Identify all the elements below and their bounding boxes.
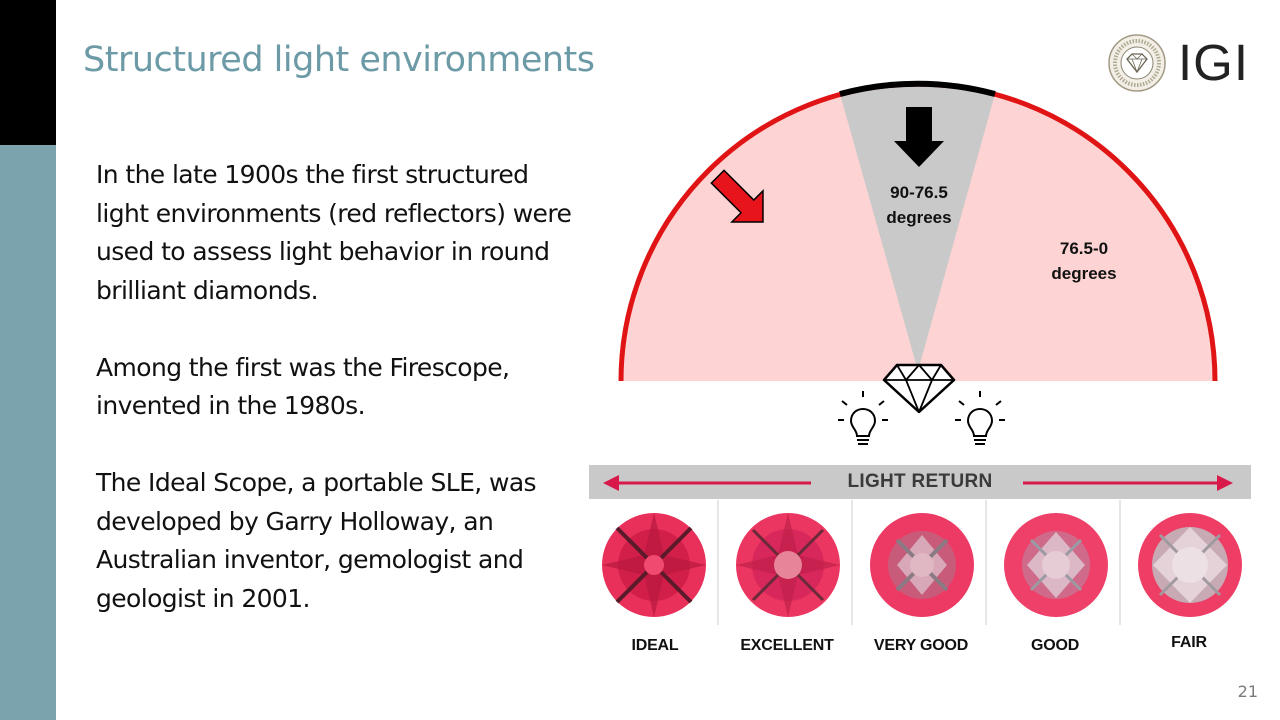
black-arrow-icon: [894, 107, 944, 167]
paragraph-2: Among the first was the Firescope, inven…: [96, 352, 510, 421]
grade-label-good: GOOD: [1030, 637, 1080, 654]
grade-image-ideal: [589, 500, 721, 625]
grade-label-fair: FAIR: [1171, 634, 1207, 651]
diamond-image-very-good-icon: [870, 513, 974, 617]
grade-row: IDEAL EXCELLENT VERY GOOD GOOD FAIR: [589, 500, 1251, 660]
side-zone-label-line2: degrees: [1051, 264, 1116, 283]
grade-label-ideal: IDEAL: [631, 637, 679, 654]
light-return-arrows: [603, 475, 1233, 491]
grade-divider: [1119, 500, 1121, 625]
red-arrow-icon: [710, 169, 764, 223]
igi-logo: IGI: [1108, 34, 1258, 92]
diamond-image-fair-icon: [1138, 513, 1242, 617]
grade-label-very-good: VERY GOOD: [873, 637, 969, 654]
grade-divider: [717, 500, 719, 625]
paragraph-3: The Ideal Scope, a portable SLE, was dev…: [96, 468, 537, 613]
light-return-label: LIGHT RETURN: [841, 471, 999, 492]
diamond-image-ideal-icon: [602, 513, 706, 617]
grade-image-fair: [1125, 500, 1257, 625]
diamond-image-excellent-icon: [736, 513, 840, 617]
grade-image-good: [991, 500, 1123, 625]
side-zone-label-line1: 76.5-0: [1060, 239, 1108, 258]
sidebar-black-block: [0, 0, 56, 145]
reflector-diagram: 90-76.5 degrees 76.5-0 degrees: [618, 80, 1218, 445]
grade-divider: [851, 500, 853, 625]
light-bulb-left-icon: [838, 391, 888, 445]
grade-divider: [985, 500, 987, 625]
light-return-bar: LIGHT RETURN: [589, 465, 1251, 499]
slide-title: Structured light environments: [83, 40, 595, 80]
center-zone-label-line1: 90-76.5: [890, 183, 948, 202]
igi-seal-icon: [1108, 34, 1166, 92]
diamond-icon: [882, 363, 956, 414]
page-number: 21: [1237, 682, 1258, 701]
sidebar-teal-block: [0, 145, 56, 720]
diamond-image-good-icon: [1004, 513, 1108, 617]
grade-image-very-good: [857, 500, 989, 625]
igi-wordmark: IGI: [1178, 34, 1250, 91]
paragraph-1: In the late 1900s the first structured l…: [96, 160, 572, 305]
body-text: In the late 1900s the first structured l…: [96, 156, 576, 657]
light-bulb-right-icon: [955, 391, 1005, 445]
center-zone-wedge: [840, 83, 995, 371]
grade-label-excellent: EXCELLENT: [740, 637, 834, 654]
center-zone-label-line2: degrees: [886, 208, 951, 227]
center-zone-rim: [839, 80, 996, 97]
grade-image-excellent: [723, 500, 855, 625]
